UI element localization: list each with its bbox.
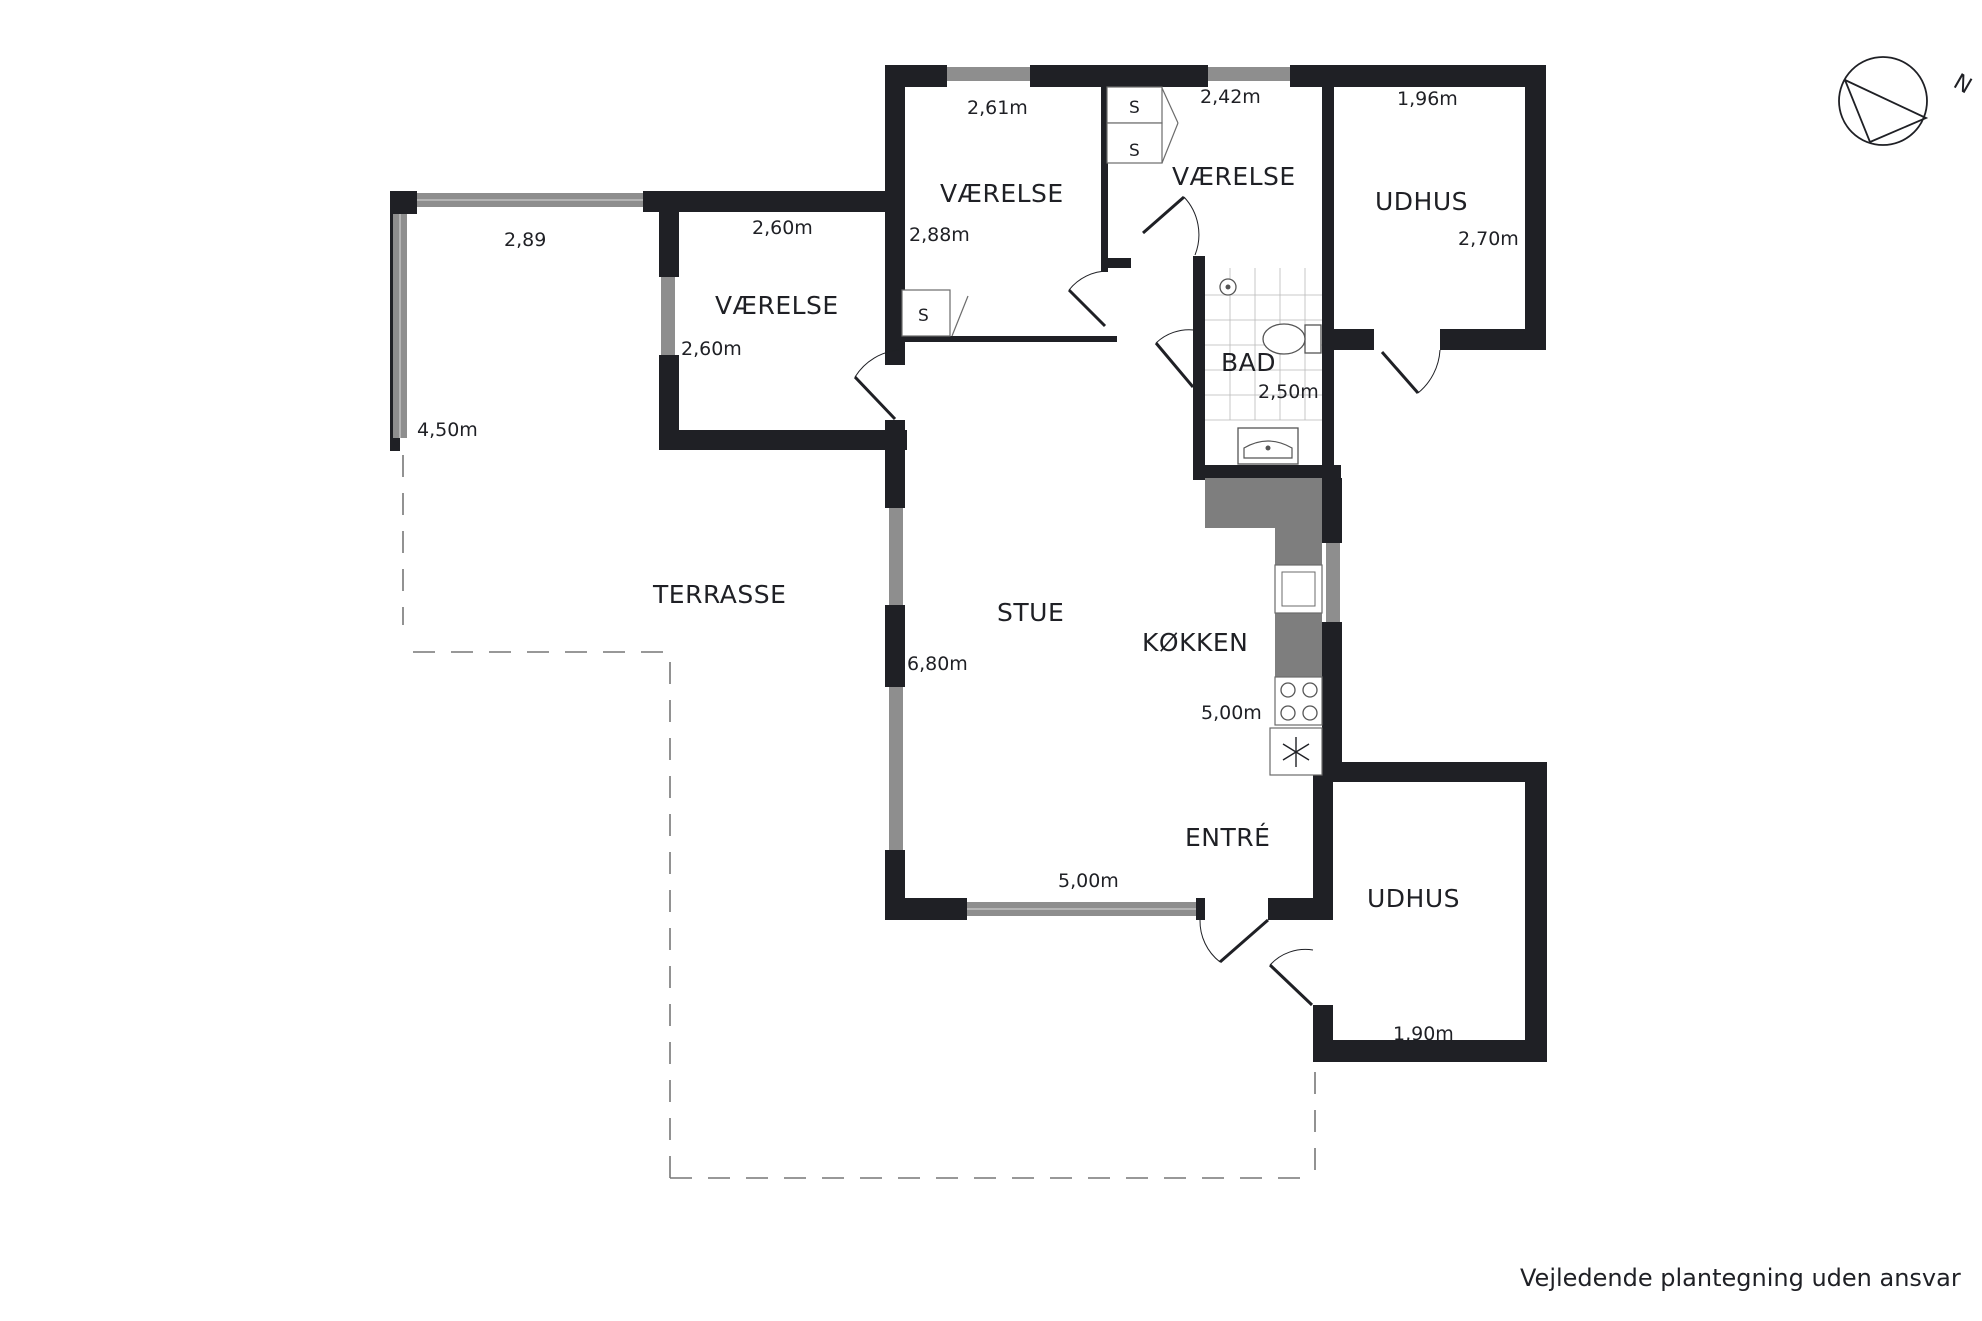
dim-koekken-depth: 5,00m bbox=[1201, 702, 1262, 724]
washbasin-icon bbox=[1237, 427, 1299, 465]
kitchen-counter bbox=[1205, 478, 1323, 776]
room-labels: VÆRELSE VÆRELSE VÆRELSE UDHUS UDHUS BAD … bbox=[652, 162, 1468, 913]
doors bbox=[853, 195, 1441, 1007]
room-label-vaerelse-mid: VÆRELSE bbox=[940, 179, 1064, 208]
closet-label: S bbox=[1129, 141, 1140, 161]
sink-icon bbox=[1274, 564, 1323, 614]
dim-vaerelse-mid-depth: 2,88m bbox=[909, 224, 970, 246]
compass-label: N bbox=[1949, 70, 1976, 100]
freezer-icon bbox=[1269, 727, 1323, 776]
closets bbox=[901, 86, 1179, 337]
room-label-stue: STUE bbox=[997, 598, 1064, 627]
dim-vaerelse-right-width: 2,42m bbox=[1200, 86, 1261, 108]
room-label-koekken: KØKKEN bbox=[1142, 628, 1248, 657]
dim-udhus-top-depth: 2,70m bbox=[1458, 228, 1519, 250]
dim-udhus-top-width: 1,96m bbox=[1397, 88, 1458, 110]
closet-label: S bbox=[1129, 98, 1140, 118]
dim-terrace-depth: 4,50m bbox=[417, 419, 478, 441]
bathroom-fixtures bbox=[1205, 268, 1322, 465]
dim-udhus-bottom-width: 1,90m bbox=[1393, 1023, 1454, 1045]
room-label-vaerelse-left: VÆRELSE bbox=[715, 291, 839, 320]
terrace-outline bbox=[402, 455, 1316, 1179]
walls bbox=[390, 65, 1547, 1062]
dim-vaerelse-left-depth: 2,60m bbox=[681, 338, 742, 360]
dim-terrace-width: 2,89 bbox=[504, 229, 546, 251]
room-label-entre: ENTRÉ bbox=[1185, 823, 1270, 852]
dim-stue-depth: 6,80m bbox=[907, 653, 968, 675]
room-label-terrasse: TERRASSE bbox=[652, 580, 786, 609]
dim-vaerelse-left-width: 2,60m bbox=[752, 217, 813, 239]
disclaimer-text: Vejledende plantegning uden ansvar bbox=[1520, 1264, 1961, 1292]
dim-stue-width: 5,00m bbox=[1058, 870, 1119, 892]
room-label-vaerelse-right: VÆRELSE bbox=[1172, 162, 1296, 191]
windows bbox=[393, 67, 1340, 916]
closet-label: S bbox=[918, 306, 929, 326]
closet-labels: S S S bbox=[918, 98, 1140, 326]
room-label-udhus-bottom: UDHUS bbox=[1367, 884, 1460, 913]
dim-vaerelse-mid-width: 2,61m bbox=[967, 97, 1028, 119]
dim-bad-depth: 2,50m bbox=[1258, 381, 1319, 403]
shower-icon bbox=[1219, 278, 1237, 296]
compass-icon: N bbox=[1838, 56, 1976, 146]
room-label-bad: BAD bbox=[1221, 348, 1276, 377]
room-label-udhus-top: UDHUS bbox=[1375, 187, 1468, 216]
toilet-icon bbox=[1262, 323, 1322, 355]
dimension-labels: 2,89 4,50m 2,60m 2,60m 2,61m 2,88m 2,42m… bbox=[417, 86, 1519, 1045]
